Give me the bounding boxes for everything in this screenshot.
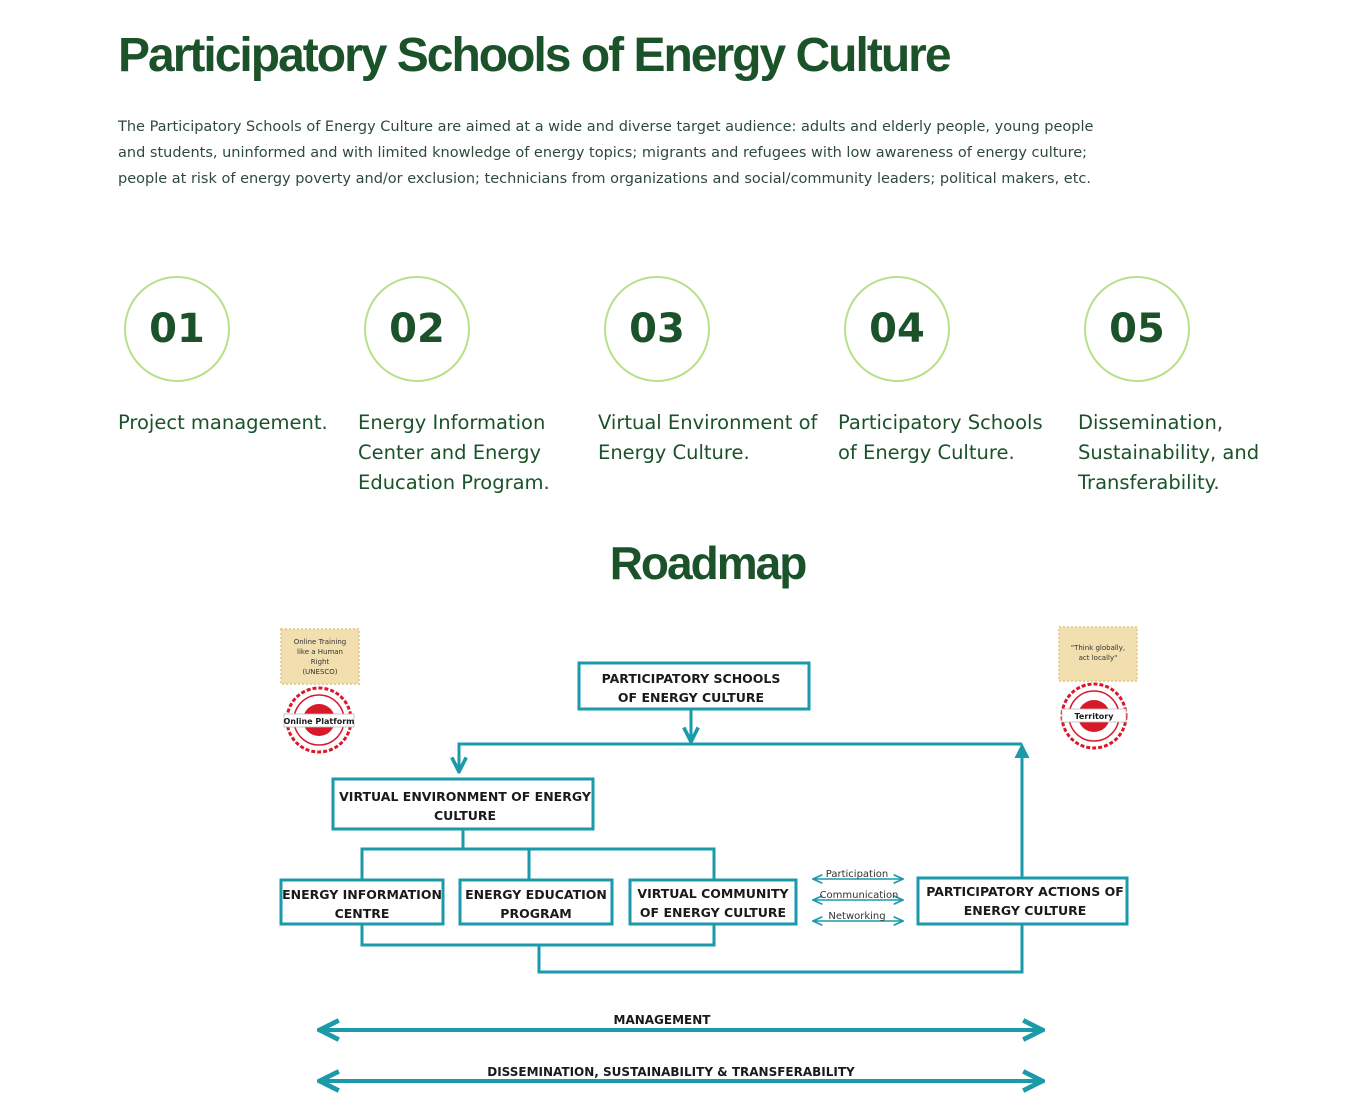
page-title: Participatory Schools of Energy Culture	[118, 29, 952, 82]
branch-connectors	[360, 829, 1024, 974]
step-02: 02 Energy Information Center and Energy …	[358, 276, 578, 498]
roadmap-title: Roadmap	[609, 537, 808, 589]
box-line: PARTICIPATORY SCHOOLS	[602, 671, 781, 686]
step-number-circle: 05	[1084, 276, 1190, 382]
box-line: CENTRE	[335, 906, 390, 921]
box-line: PROGRAM	[500, 906, 571, 921]
steps-row: 01 Project management. 02 Energy Informa…	[118, 276, 1318, 506]
intro-paragraph: The Participatory Schools of Energy Cult…	[118, 119, 1094, 187]
virtual-environment-box: VIRTUAL ENVIRONMENT OF ENERGY CULTURE	[331, 777, 595, 831]
territory-seal-icon: Territory	[1060, 682, 1128, 750]
box-line: CULTURE	[434, 808, 496, 823]
box-line: VIRTUAL COMMUNITY	[637, 886, 789, 901]
step-label: Dissemination, Sustainability, and Trans…	[1078, 411, 1260, 494]
box-line: ENERGY CULTURE	[964, 903, 1087, 918]
left-note-line: Right	[311, 658, 330, 666]
left-note: Online Training like a Human Right (UNES…	[280, 628, 360, 685]
online-platform-seal-icon: Online Platform	[284, 686, 355, 754]
participatory-actions-box: PARTICIPATORY ACTIONS OF ENERGY CULTURE	[916, 876, 1129, 926]
step-label: Project management.	[118, 411, 328, 434]
step-number-circle: 04	[844, 276, 950, 382]
energy-information-centre-box: ENERGY INFORMATION CENTRE	[279, 878, 445, 926]
box-line: OF ENERGY CULTURE	[640, 905, 786, 920]
energy-education-program-box: ENERGY EDUCATION PROGRAM	[458, 878, 614, 926]
step-number-circle: 02	[364, 276, 470, 382]
step-label: Virtual Environment of Energy Culture.	[598, 411, 818, 464]
box-line: VIRTUAL ENVIRONMENT OF ENERGY	[339, 789, 592, 804]
right-note-line: "Think globally,	[1071, 644, 1125, 652]
link-label-networking: Networking	[828, 911, 885, 922]
link-arrows	[814, 879, 902, 921]
left-note-line: (UNESCO)	[302, 668, 337, 676]
step-01: 01 Project management.	[118, 276, 338, 438]
band-arrows	[322, 1030, 1040, 1081]
step-label: Energy Information Center and Energy Edu…	[358, 411, 550, 494]
box-line: OF ENERGY CULTURE	[618, 690, 764, 705]
step-03: 03 Virtual Environment of Energy Culture…	[598, 276, 818, 468]
virtual-community-box: VIRTUAL COMMUNITY OF ENERGY CULTURE	[628, 878, 798, 926]
right-seal-label: Territory	[1075, 712, 1115, 721]
step-05: 05 Dissemination, Sustainability, and Tr…	[1078, 276, 1298, 498]
management-label: MANAGEMENT	[614, 1013, 712, 1027]
top-connectors	[459, 709, 1030, 878]
box-line: ENERGY EDUCATION	[465, 887, 607, 902]
right-note-line: act locally"	[1079, 654, 1118, 662]
box-line: PARTICIPATORY ACTIONS OF	[926, 884, 1124, 899]
dissemination-label: DISSEMINATION, SUSTAINABILITY & TRANSFER…	[487, 1065, 855, 1079]
participatory-schools-box: PARTICIPATORY SCHOOLS OF ENERGY CULTURE	[577, 661, 811, 711]
step-number-circle: 01	[124, 276, 230, 382]
step-04: 04 Participatory Schools of Energy Cultu…	[838, 276, 1058, 468]
left-note-line: Online Training	[294, 638, 346, 646]
link-label-participation: Participation	[826, 869, 888, 880]
left-note-line: like a Human	[297, 648, 343, 656]
left-seal-label: Online Platform	[284, 717, 355, 726]
step-label: Participatory Schools of Energy Culture.	[838, 411, 1043, 464]
link-label-communication: Communication	[820, 890, 899, 901]
right-note: "Think globally, act locally"	[1058, 626, 1138, 682]
box-line: ENERGY INFORMATION	[282, 887, 442, 902]
step-number-circle: 03	[604, 276, 710, 382]
